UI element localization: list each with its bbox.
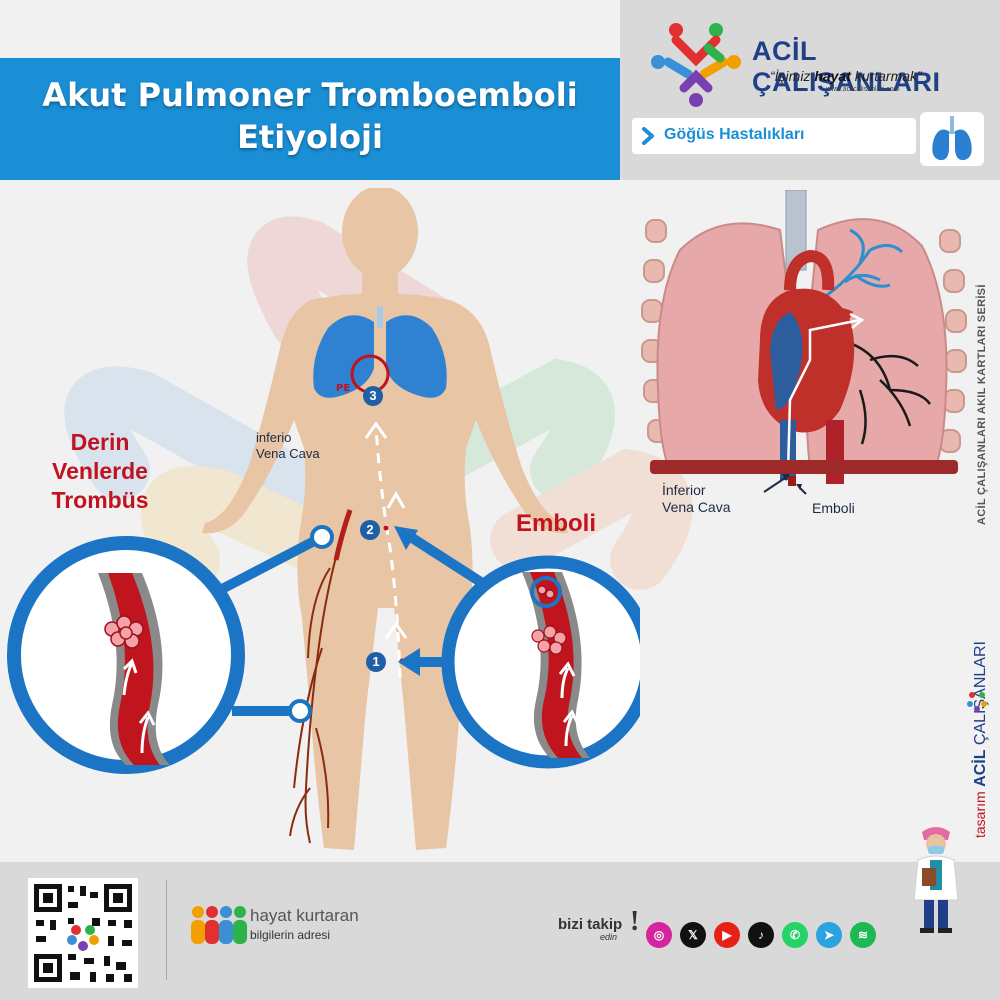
footer-divider bbox=[166, 880, 167, 980]
series-text: ACİL ÇALIŞANLARI AKIL KARTLARI SERİSİ bbox=[976, 284, 988, 525]
brand-mini-icon bbox=[967, 692, 987, 712]
spotify-icon[interactable]: ≋ bbox=[850, 922, 876, 948]
instagram-icon[interactable]: ◎ bbox=[646, 922, 672, 948]
brand-logo-icon bbox=[651, 23, 741, 107]
follow-subtext: edin bbox=[600, 932, 618, 942]
title-banner: Akut Pulmoner Tromboemboli Etiyoloji bbox=[0, 58, 620, 180]
lung-emboli-label: Emboli bbox=[812, 500, 855, 516]
lungs-heart-illustration bbox=[641, 190, 967, 486]
brand-name: ACİL ÇALIŞANLARI bbox=[752, 36, 941, 97]
step-3-marker: 3 bbox=[363, 386, 383, 406]
category-label: Göğüs Hastalıkları bbox=[664, 126, 805, 143]
qr-code[interactable] bbox=[28, 878, 138, 988]
design-credit: tasarım ACİL ÇALIŞANLARI bbox=[972, 641, 989, 838]
brand-slogan: “İşimiz hayat kurtarmak” bbox=[770, 68, 922, 84]
x-icon[interactable]: 𝕏 bbox=[680, 922, 706, 948]
step-2-marker: 2 bbox=[360, 520, 380, 540]
human-body-figure bbox=[202, 188, 568, 850]
follow-exclamation: ! bbox=[630, 906, 640, 937]
page-subtitle: Etiyoloji bbox=[237, 118, 383, 156]
emboli-magnifier bbox=[394, 526, 640, 769]
people-logo-icon bbox=[191, 906, 247, 944]
telegram-icon[interactable]: ➤ bbox=[816, 922, 842, 948]
brand-url: www.acilcalisanlari.com bbox=[826, 86, 900, 93]
footer-slogan-sub: bilgilerin adresi bbox=[250, 928, 331, 942]
youtube-icon[interactable]: ▶ bbox=[714, 922, 740, 948]
category-bar[interactable] bbox=[632, 118, 916, 154]
dvt-label: Derin Venlerde Trombüs bbox=[51, 429, 149, 513]
pe-label: PE bbox=[336, 383, 351, 394]
whatsapp-icon[interactable]: ✆ bbox=[782, 922, 808, 948]
doctor-figure bbox=[913, 827, 959, 933]
emboli-label: Emboli bbox=[516, 510, 597, 537]
chevron-right-icon bbox=[642, 127, 654, 145]
footer-slogan: hayat kurtaran bbox=[250, 906, 359, 925]
follow-text: bizi takip bbox=[558, 916, 623, 933]
step-1-marker: 1 bbox=[366, 652, 386, 672]
tiktok-icon[interactable]: ♪ bbox=[748, 922, 774, 948]
page-title: Akut Pulmoner Tromboemboli bbox=[42, 76, 578, 114]
pointer-arrows bbox=[763, 474, 807, 495]
dvt-magnifier bbox=[7, 525, 334, 774]
lungs-icon bbox=[932, 116, 972, 161]
